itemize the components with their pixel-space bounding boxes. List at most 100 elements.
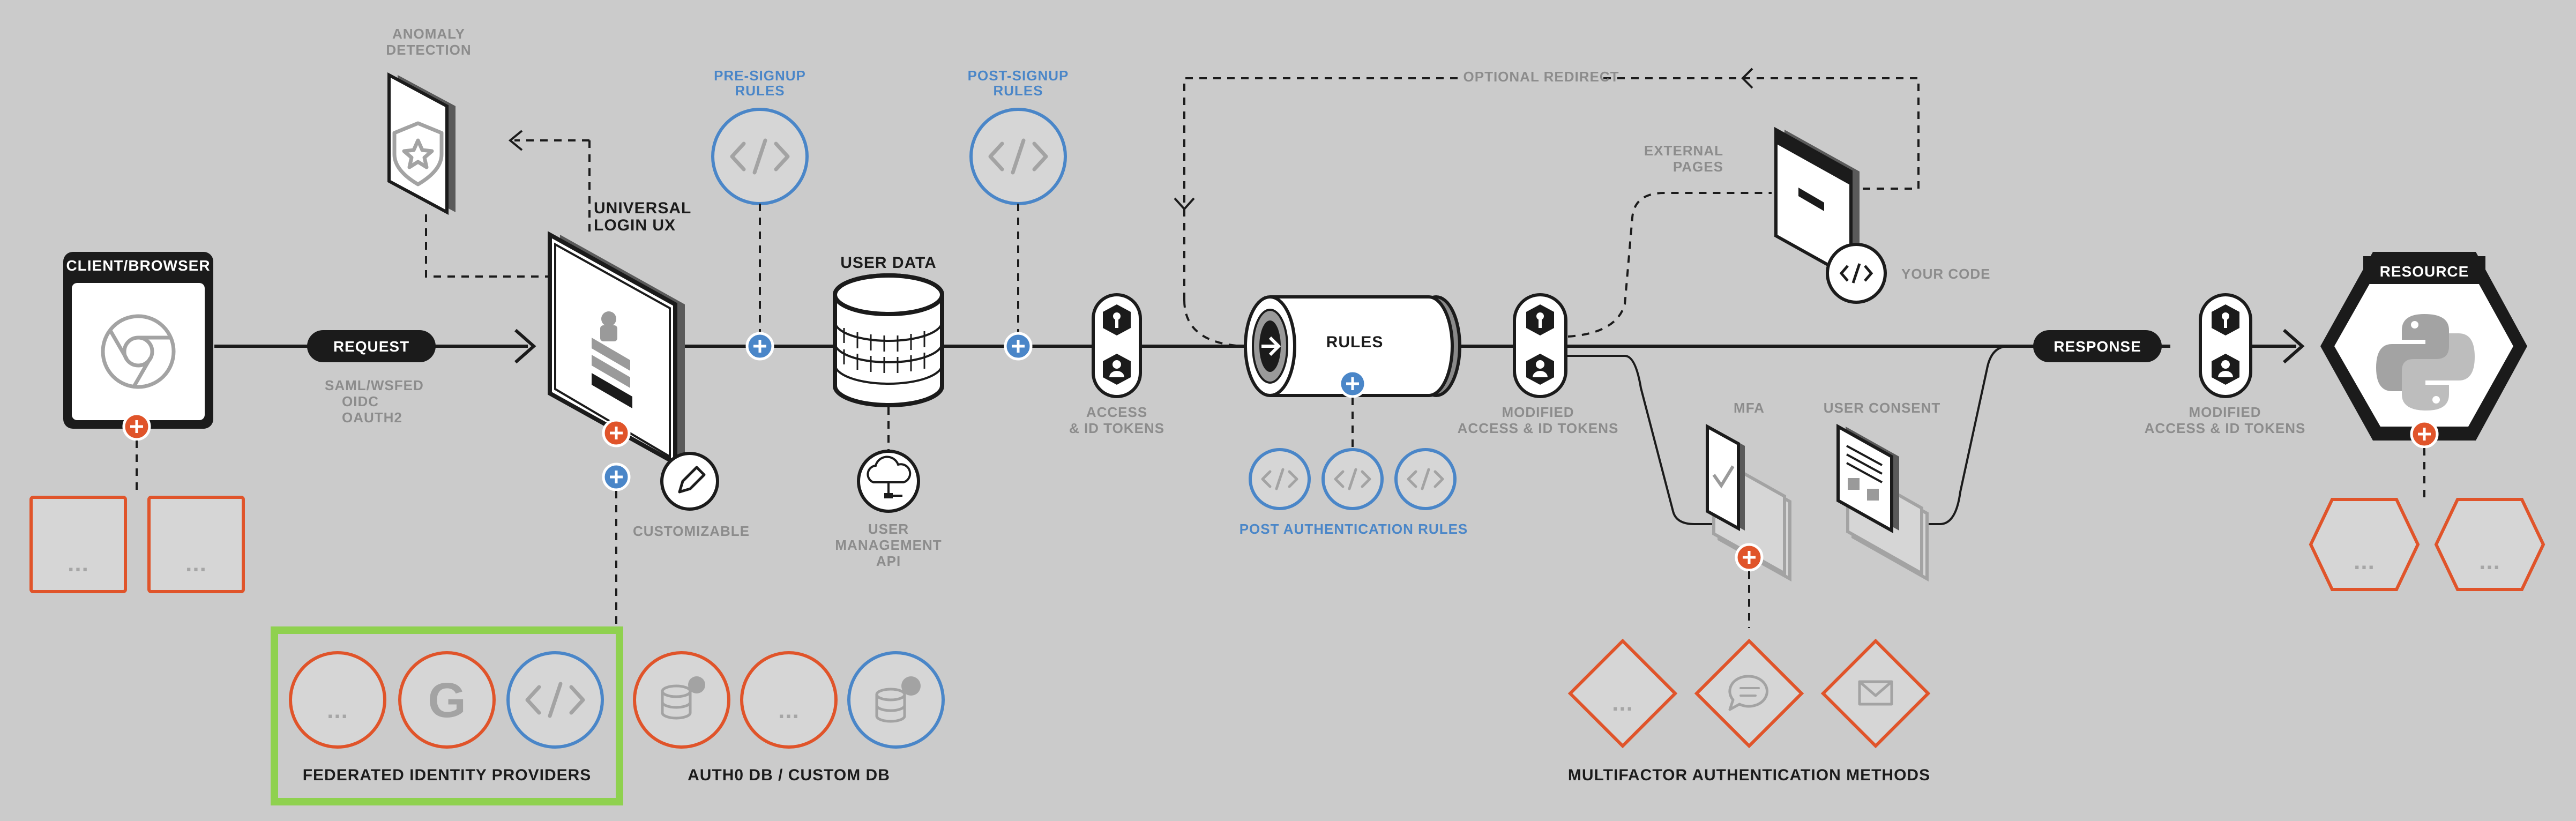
anomaly-label-1: ANOMALY: [392, 26, 465, 42]
mfa-method-more[interactable]: ...: [1567, 638, 1678, 749]
federated-providers-label: FEDERATED IDENTITY PROVIDERS: [303, 766, 592, 784]
auth0-db-label: AUTH0 DB / CUSTOM DB: [688, 766, 890, 784]
post-signup-add-button[interactable]: [1004, 332, 1033, 361]
external-pages-label-1: EXTERNAL: [1644, 143, 1723, 159]
client-browser-label: CLIENT/BROWSER: [66, 257, 210, 274]
federated-provider-more[interactable]: ...: [289, 651, 386, 749]
user-icon: [1103, 354, 1131, 385]
svg-text:...: ...: [185, 550, 207, 577]
code-brackets-icon: [1334, 468, 1371, 490]
resource-node: RESOURCE: [2320, 252, 2527, 441]
your-code-label: YOUR CODE: [1901, 266, 1990, 282]
login-add-button-red[interactable]: [602, 419, 631, 447]
cloud-plug-icon: [867, 456, 912, 498]
user-data-label: USER DATA: [840, 254, 937, 272]
modified-tokens-right-label-1: MODIFIED: [2189, 404, 2261, 420]
request-label: REQUEST: [333, 338, 409, 355]
universal-login-label-2: LOGIN UX: [594, 217, 676, 234]
protocol-oidc: OIDC: [342, 393, 379, 409]
universal-login-card[interactable]: [548, 231, 685, 467]
pencil-icon: [678, 466, 706, 494]
database-icon: [661, 676, 705, 720]
access-tokens-label-1: ACCESS: [1086, 404, 1147, 420]
client-extension-slot-1[interactable]: ...: [29, 496, 127, 593]
auth0-db-option[interactable]: [633, 651, 730, 749]
universal-login-label-1: UNIVERSAL: [594, 199, 691, 217]
federated-highlight-box: [271, 626, 623, 805]
response-pill: RESPONSE: [2033, 330, 2162, 362]
custom-db-option[interactable]: [847, 651, 945, 749]
user-icon: [1526, 354, 1554, 385]
google-icon: G: [428, 673, 466, 728]
client-browser-node: CLIENT/BROWSER: [63, 252, 213, 429]
svg-text:...: ...: [327, 697, 348, 723]
modified-tokens-label-2: ACCESS & ID TOKENS: [1458, 420, 1619, 436]
keyhole-icon: [1526, 304, 1554, 335]
chat-bubble-icon: [1728, 675, 1768, 711]
svg-text:...: ...: [778, 697, 800, 723]
federated-provider-custom-code[interactable]: [506, 651, 604, 749]
db-option-more[interactable]: ...: [740, 651, 838, 749]
client-add-button[interactable]: [122, 412, 151, 441]
user-icon: [2212, 354, 2239, 385]
user-data-database: [833, 273, 944, 407]
client-extension-slot-2[interactable]: ...: [147, 496, 245, 593]
customizable-label: CUSTOMIZABLE: [633, 523, 750, 539]
mfa-step-card[interactable]: [1706, 423, 1791, 582]
code-brackets-icon: [988, 138, 1048, 175]
code-brackets-icon: [730, 138, 790, 175]
envelope-icon: [1858, 680, 1893, 706]
mfa-add-button[interactable]: [1735, 543, 1764, 572]
pre-signup-rule-circle[interactable]: [711, 108, 809, 205]
anomaly-detection-card[interactable]: [387, 72, 456, 215]
rules-label: RULES: [1326, 333, 1384, 351]
login-form-icon: [592, 311, 632, 408]
pre-signup-label-2: RULES: [735, 83, 785, 99]
post-auth-rule-3[interactable]: [1394, 448, 1457, 510]
rules-add-button[interactable]: [1338, 369, 1367, 398]
request-protocols: SAML/WSFED OIDC OAUTH2: [325, 377, 424, 426]
post-auth-rule-1[interactable]: [1249, 448, 1311, 510]
resource-extension-slot-1[interactable]: ...: [2309, 498, 2420, 591]
modified-tokens-right-label-2: ACCESS & ID TOKENS: [2145, 420, 2306, 436]
mfa-method-sms[interactable]: [1694, 638, 1804, 749]
federated-provider-google[interactable]: G: [398, 651, 496, 749]
code-brackets-icon: [1261, 468, 1298, 490]
your-code-button[interactable]: [1826, 243, 1887, 304]
keyhole-icon: [1103, 304, 1131, 335]
post-signup-rule-circle[interactable]: [969, 108, 1067, 205]
user-management-api-button[interactable]: [857, 450, 920, 513]
mfa-label: MFA: [1734, 400, 1765, 416]
phone-check-icon: [1712, 465, 1735, 489]
external-pages-label-2: PAGES: [1673, 159, 1723, 175]
anomaly-label-2: DETECTION: [386, 42, 471, 58]
pre-signup-add-button[interactable]: [745, 332, 774, 361]
mfa-methods-label: MULTIFACTOR AUTHENTICATION METHODS: [1568, 766, 1930, 784]
svg-text:...: ...: [68, 550, 89, 577]
protocol-oauth2: OAUTH2: [342, 409, 402, 426]
shield-star-icon: [392, 121, 444, 186]
customize-button[interactable]: [660, 452, 719, 511]
optional-redirect-label: OPTIONAL REDIRECT: [1464, 69, 1619, 85]
user-mgmt-label-1: USER: [868, 521, 909, 537]
python-icon: [2376, 314, 2475, 411]
code-brackets-icon: [525, 682, 585, 718]
pre-signup-label-1: PRE-SIGNUP: [714, 68, 806, 84]
user-consent-card[interactable]: [1836, 423, 1929, 582]
svg-text:...: ...: [2479, 548, 2500, 574]
post-auth-rule-2[interactable]: [1321, 448, 1384, 510]
database-icon: [875, 676, 921, 723]
modified-tokens-label-1: MODIFIED: [1502, 404, 1574, 420]
response-label: RESPONSE: [2054, 338, 2141, 355]
svg-text:...: ...: [1612, 690, 1633, 716]
resource-add-button[interactable]: [2410, 420, 2439, 449]
user-mgmt-label-3: API: [876, 553, 901, 569]
user-consent-label: USER CONSENT: [1824, 400, 1941, 416]
login-add-button-blue[interactable]: [602, 462, 631, 491]
protocol-saml: SAML/WSFED: [325, 377, 424, 393]
mfa-method-email[interactable]: [1820, 638, 1931, 749]
consent-document-icon: [1846, 445, 1883, 501]
code-brackets-icon: [1407, 468, 1444, 490]
resource-extension-slot-2[interactable]: ...: [2434, 498, 2545, 591]
